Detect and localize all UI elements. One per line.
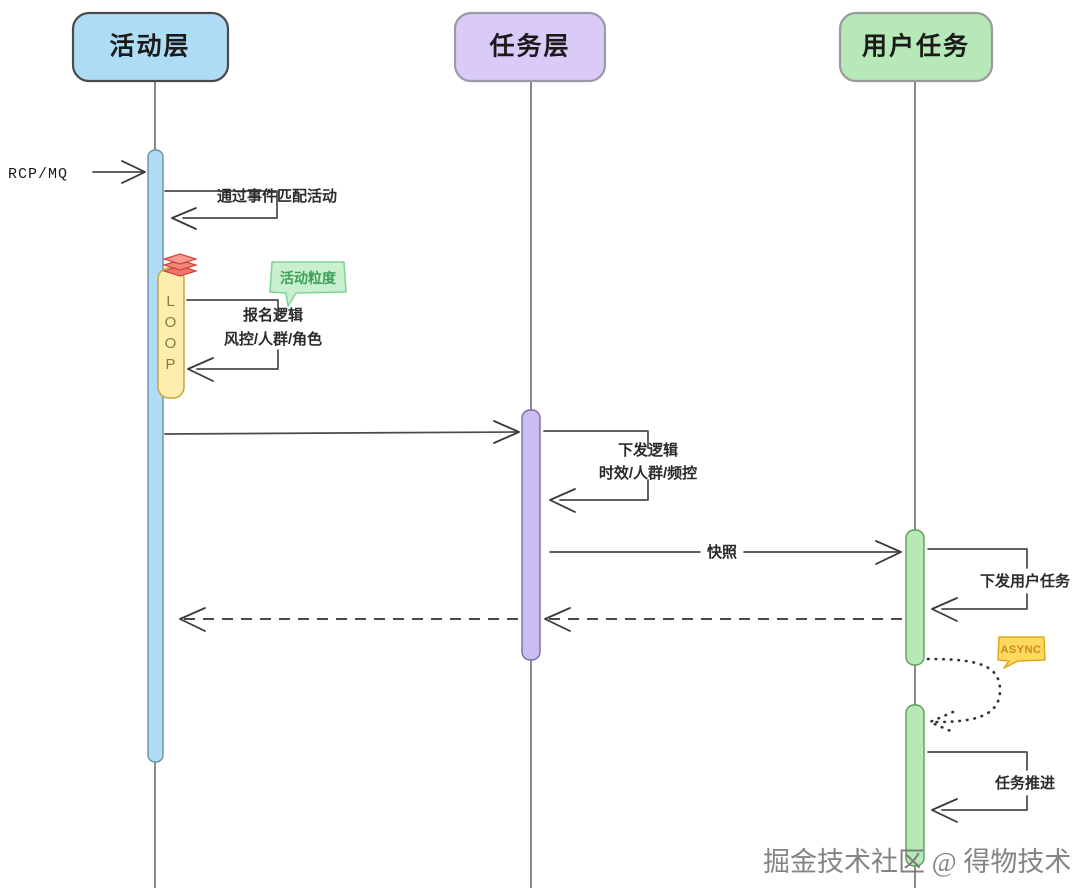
- message-async-self-usertask: [926, 657, 1002, 734]
- entry-message-label: RCP/MQ: [8, 166, 68, 183]
- lane-header-activity-label: 活动层: [109, 33, 190, 61]
- annotation-async-label: ASYNC: [1000, 644, 1041, 656]
- fragment-loop-letter-2: O: [165, 335, 178, 352]
- message-m6-path-top: [927, 548, 1028, 569]
- entry-arrowhead: [121, 160, 146, 184]
- message-m9-curve: [926, 657, 1002, 724]
- message-m2-path-top: [186, 299, 279, 319]
- message-self-task-dispatch-logic: 下发逻辑 时效/人群/频控: [543, 430, 697, 513]
- fragment-loop-letter-1: O: [165, 314, 178, 331]
- message-m5-arrowhead: [875, 540, 902, 565]
- message-m3-arrowhead: [493, 420, 520, 444]
- message-self-usertask-task-advance: 任务推进: [927, 751, 1055, 823]
- activation-bar-usertask-2: [905, 704, 925, 867]
- message-self-activity-signup-logic: 报名逻辑 风控/人群/角色: [186, 299, 322, 382]
- message-m7-arrowhead: [544, 607, 571, 632]
- message-call-activity-to-task: [164, 420, 520, 444]
- message-m4-path-top: [543, 430, 649, 449]
- lane-header-task-label: 任务层: [488, 33, 570, 61]
- annotation-activity-granularity: 活动粒度: [269, 261, 347, 307]
- message-m4-path-bottom: [559, 479, 649, 501]
- message-m10-path-top: [927, 751, 1028, 771]
- message-m5-label: 快照: [707, 543, 737, 561]
- lane-header-task-box: [453, 11, 607, 83]
- message-m9-arrowhead: [926, 710, 955, 734]
- message-m3-line: [164, 431, 517, 435]
- message-m6-path-bottom: [941, 593, 1028, 610]
- lane-header-usertask-label: 用户任务: [862, 32, 970, 61]
- activation-bar-task: [521, 409, 541, 661]
- message-m10-label: 任务推进: [994, 774, 1055, 792]
- annotation-async-bubble: [997, 636, 1046, 669]
- message-m6-arrowhead: [931, 597, 958, 622]
- fragment-loop: L O O P: [157, 253, 199, 399]
- message-m6-label: 下发用户任务: [980, 572, 1071, 590]
- message-m8-arrowhead: [179, 607, 206, 632]
- fragment-loop-box: [157, 267, 185, 399]
- watermark: 掘金技术社区 @ 得物技术: [763, 847, 1071, 877]
- annotation-async: ASYNC: [997, 636, 1046, 669]
- message-m2-label2: 风控/人群/角色: [224, 330, 322, 348]
- message-m1-label: 通过事件匹配活动: [217, 187, 337, 205]
- message-m2-path-bottom: [196, 349, 279, 370]
- stacked-layers-icon: [161, 253, 199, 277]
- lane-header-activity[interactable]: 活动层: [71, 11, 230, 83]
- annotation-granularity-label: 活动粒度: [280, 270, 337, 286]
- lane-header-usertask-box: [838, 11, 994, 83]
- message-m2-arrowhead: [187, 357, 214, 382]
- message-self-activity-match-event: 通过事件匹配活动: [164, 187, 337, 230]
- fragment-loop-letter-0: L: [166, 293, 175, 310]
- message-call-task-to-usertask-snapshot: 快照: [549, 540, 902, 565]
- annotation-granularity-bubble: [269, 261, 347, 307]
- message-self-usertask-dispatch: 下发用户任务: [927, 548, 1071, 622]
- message-m4-label: 下发逻辑: [618, 441, 678, 459]
- message-m10-path-bottom: [941, 795, 1028, 811]
- lane-header-usertask[interactable]: 用户任务: [838, 11, 994, 83]
- activation-bar-activity: [147, 149, 164, 763]
- message-return-usertask-to-task: [544, 607, 902, 632]
- fragment-loop-letter-3: P: [165, 356, 176, 373]
- message-m2-label: 报名逻辑: [243, 306, 303, 324]
- lane-header-task[interactable]: 任务层: [453, 11, 607, 83]
- message-m1-arrowhead: [171, 207, 197, 230]
- message-m10-arrowhead: [931, 798, 958, 823]
- activation-bar-usertask-1: [905, 529, 925, 666]
- message-return-task-to-activity: [179, 607, 518, 632]
- message-m4-label2: 时效/人群/频控: [599, 464, 697, 482]
- message-m1-path: [164, 190, 278, 219]
- entry-message-rcp-mq: RCP/MQ: [8, 160, 146, 184]
- lane-header-activity-box: [71, 11, 230, 83]
- message-m4-arrowhead: [549, 488, 576, 513]
